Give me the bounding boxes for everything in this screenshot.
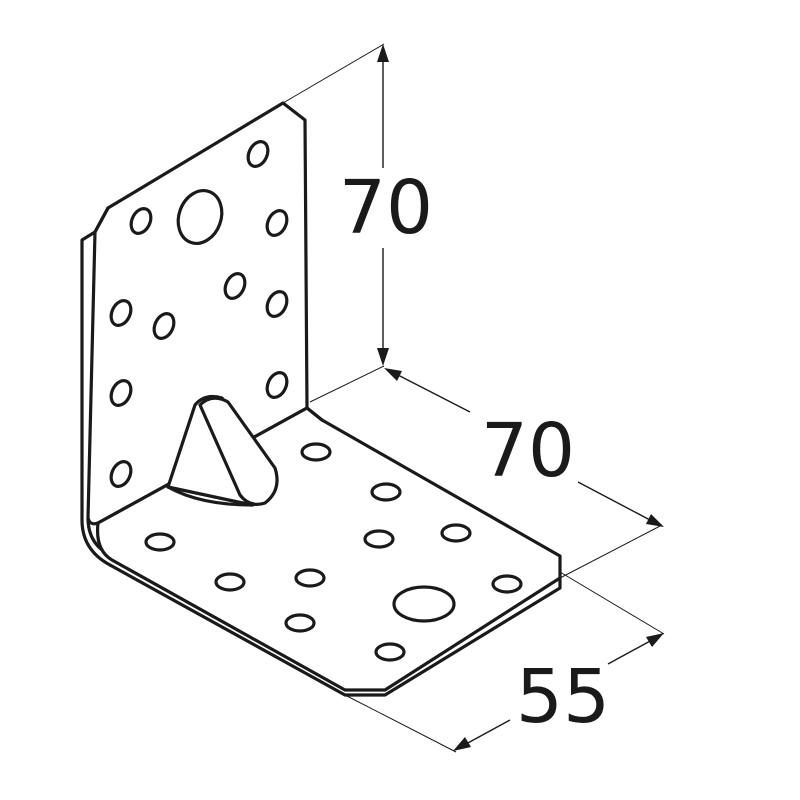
hole	[265, 371, 289, 399]
extension-lines	[282, 43, 665, 753]
width-dimension: 55	[453, 633, 664, 751]
dimension-label-height: 70	[339, 165, 433, 251]
large-hole	[176, 189, 224, 245]
hole	[214, 572, 246, 592]
hole	[265, 209, 289, 237]
hole	[370, 482, 402, 502]
hole	[440, 523, 472, 543]
depth-dimension: 70	[384, 368, 664, 527]
hole	[109, 299, 133, 327]
horizontal-plate-holes	[144, 442, 523, 662]
hole	[363, 529, 395, 549]
hole	[144, 532, 176, 552]
hole	[109, 379, 133, 407]
hole	[109, 460, 133, 488]
hole	[246, 140, 270, 168]
dimension-label-width: 55	[516, 654, 610, 740]
hole	[294, 568, 326, 588]
hole	[129, 207, 153, 235]
hole	[284, 613, 316, 633]
vertical-dimension: 70	[339, 44, 433, 366]
hole	[300, 442, 332, 462]
hole	[374, 642, 406, 662]
dimension-label-depth: 70	[481, 408, 575, 494]
hole	[223, 272, 247, 300]
large-hole	[392, 585, 456, 623]
hole	[491, 574, 523, 594]
hole	[152, 312, 176, 340]
vertical-plate-holes	[109, 140, 289, 488]
hole	[265, 290, 289, 318]
stiffening-rib	[166, 394, 279, 507]
